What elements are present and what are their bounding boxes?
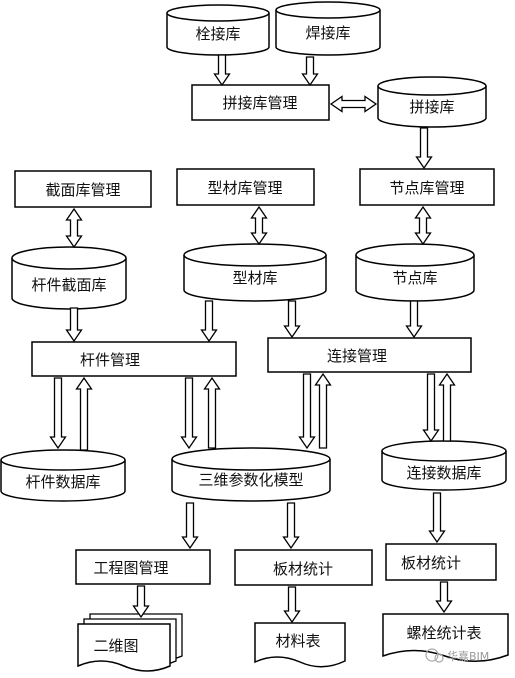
arrow-model-to-connection-mgmt: [314, 372, 332, 449]
bolt-statistics-table-document: 螺栓统计表: [382, 613, 509, 662]
arrow-model-to-plate-stats: [282, 502, 300, 550]
joint-library-management-box: 节点库管理: [359, 168, 495, 206]
arrow-model-to-member-mgmt: [203, 376, 221, 449]
arrow-connection-mgmt-to-connection-db: [422, 373, 440, 443]
joint-library-cylinder: 节点库: [355, 243, 475, 302]
arrow-member-mgmt-to-member-db: [49, 377, 67, 450]
profile-library-cylinder: 型材库: [183, 243, 327, 302]
joint-library-management-label: 节点库管理: [389, 179, 464, 197]
bolt-statistics-table-label: 螺栓统计表: [406, 624, 481, 642]
joint-library-label: 节点库: [392, 269, 437, 287]
weld-library-label: 焊接库: [305, 24, 350, 42]
bolt-library-label: 栓接库: [195, 25, 240, 43]
arrow-connection-db-to-plate-stats: [428, 492, 446, 544]
connection-database-cylinder: 连接数据库: [381, 440, 507, 491]
3d-parametric-model-label: 三维参数化模型: [198, 471, 303, 489]
arrow-joint-lib-to-connection-mgmt: [405, 300, 423, 339]
watermark: 华嘉BIM: [425, 648, 489, 663]
profile-library-management-box: 型材库管理: [176, 168, 315, 206]
drawing-management-box: 工程图管理: [75, 549, 211, 585]
arrow-member-section-lib-to-member-mgmt: [65, 307, 83, 343]
profile-library-management-label: 型材库管理: [207, 179, 282, 197]
arrow-weld-to-splice-mgmt: [301, 56, 319, 87]
arrow-plate-stats-to-bolt-table: [435, 581, 453, 614]
arrow-member-db-to-member-mgmt: [75, 376, 93, 451]
member-section-library-cylinder: 杆件截面库: [11, 246, 127, 310]
material-table-label: 材料表: [275, 632, 320, 650]
connection-management-label: 连接管理: [327, 347, 387, 365]
plate-statistics-box-2: 板材统计: [385, 543, 497, 581]
arrow-connection-db-to-connection-mgmt: [438, 372, 456, 442]
arrow-joint-mgmt-joint-lib: [414, 205, 432, 246]
chat-bubble-icon: [425, 648, 439, 662]
material-table-document: 材料表: [254, 622, 346, 668]
splice-library-management-label: 拼接库管理: [222, 94, 297, 112]
watermark-text: 华嘉BIM: [447, 649, 489, 663]
flow-arrows: [49, 54, 456, 624]
bolt-library-cylinder: 栓接库: [166, 4, 270, 56]
connection-management-box: 连接管理: [267, 337, 472, 373]
member-section-library-label: 杆件截面库: [31, 276, 106, 294]
member-database-label: 杆件数据库: [25, 473, 100, 491]
connection-database-label: 连接数据库: [406, 464, 481, 482]
arrow-plate-stats-to-material-table: [283, 586, 301, 624]
2d-drawing-label: 二维图: [93, 637, 138, 655]
weld-library-cylinder: 焊接库: [275, 1, 381, 56]
plate-statistics-box-1: 板材统计: [234, 549, 373, 586]
plate-statistics-label-2: 板材统计: [401, 554, 461, 572]
section-library-management-box: 截面库管理: [14, 170, 152, 208]
arrow-splice-mgmt-splice-lib: [329, 95, 378, 113]
splice-library-label: 拼接库: [409, 98, 454, 116]
drawing-management-label: 工程图管理: [93, 559, 168, 577]
splice-library-management-box: 拼接库管理: [191, 84, 330, 121]
profile-library-label: 型材库: [232, 269, 277, 287]
plate-statistics-label-1: 板材统计: [273, 560, 333, 578]
arrow-section-mgmt-member-section-lib: [65, 207, 83, 249]
splice-library-cylinder: 拼接库: [377, 76, 487, 128]
arrow-member-mgmt-to-model: [180, 377, 198, 450]
arrow-splice-lib-to-joint-mgmt: [415, 127, 433, 170]
2d-drawing-multi-document: 二维图: [77, 613, 183, 672]
arrow-model-to-drawing-mgmt: [181, 502, 199, 550]
arrow-profile-lib-to-connection-mgmt: [283, 300, 301, 339]
member-management-label: 杆件管理: [80, 351, 140, 369]
chat-bubble-icon-small: [434, 653, 444, 663]
3d-parametric-model-cylinder: 三维参数化模型: [171, 447, 331, 502]
arrow-bolt-to-splice-mgmt: [213, 54, 231, 87]
member-management-box: 杆件管理: [31, 341, 237, 377]
arrow-connection-mgmt-to-model: [298, 373, 316, 450]
arrow-profile-mgmt-profile-lib: [250, 205, 268, 246]
section-library-management-label: 截面库管理: [45, 181, 120, 199]
member-database-cylinder: 杆件数据库: [0, 449, 126, 502]
arrow-drawing-mgmt-to-2d-drawing: [132, 585, 150, 619]
arrow-profile-lib-to-member-mgmt: [200, 300, 218, 343]
